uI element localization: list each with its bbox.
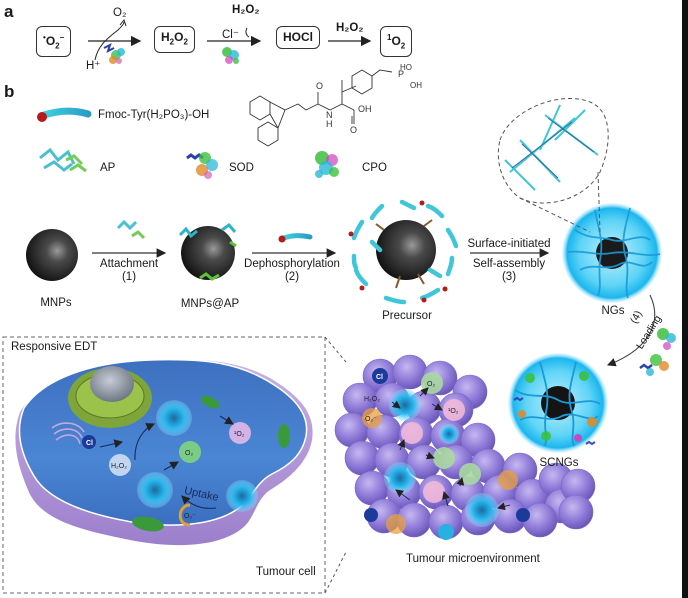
cpo-legend-icon <box>315 151 339 178</box>
arrow2-reagent-cl: Cl⁻ <box>222 29 239 41</box>
ng-nanogel <box>562 203 662 303</box>
structure-label-acid: OH <box>358 104 372 114</box>
loading-arrow <box>606 294 656 367</box>
peptide-legend-icon <box>37 107 92 122</box>
structure-label-n: N <box>326 110 333 120</box>
enzyme-legend-cpo: CPO <box>362 162 387 174</box>
cell-inset-caption: Tumour cell <box>256 566 316 578</box>
cell-inset-frame <box>2 336 347 594</box>
image-border <box>682 0 688 598</box>
label-dephosphorylation: Dephosphorylation <box>244 258 340 270</box>
cell-species-h2o2: H₂O₂ <box>111 463 127 470</box>
label-self-assembly: Self-assembly <box>472 258 546 270</box>
label-attachment: Attachment <box>99 258 159 270</box>
tumour-cell-sphere <box>344 440 380 476</box>
scng-nanogel <box>508 353 608 453</box>
reaction-arrow-2 <box>207 27 262 47</box>
tumour-microenvironment-caption: Tumour microenvironment <box>406 553 540 565</box>
tme-species-singlet-o2: ¹O₂ <box>448 408 459 415</box>
tme-species-o2: O₂ <box>427 381 435 388</box>
label-step-2: (2) <box>284 271 300 283</box>
structure-label-ho: HO <box>400 63 412 72</box>
label-step-1: (1) <box>121 271 137 283</box>
ap-enzyme-icon <box>39 147 87 173</box>
label-scngs: SCNGs <box>539 457 579 469</box>
species-superoxide: •O2− <box>36 26 72 58</box>
structure-label-phosphorus: P <box>398 69 404 79</box>
tme-species <box>362 368 530 540</box>
structure-label-oh: OH <box>410 81 422 90</box>
peptide-legend-label: Fmoc-Tyr(H₂PO₃)-OH <box>98 109 210 121</box>
label-mnps-at-ap: MNPs@AP <box>180 298 240 310</box>
cpo-enzyme-icon <box>222 47 239 64</box>
dephosphorylation-arrow <box>252 233 337 258</box>
tme-nanogels <box>384 389 499 527</box>
species-hydrogen-peroxide: H2O2 <box>154 26 195 54</box>
arrow3-reagent-h2o2: H₂O₂ <box>336 22 364 34</box>
tumour-cell-sphere <box>522 502 558 538</box>
enzyme-legend-ap: AP <box>100 162 116 174</box>
fmoc-tyr-structure <box>249 69 393 147</box>
precursor-particle <box>348 199 459 305</box>
arrow2-reagent-h2o2: H₂O₂ <box>232 4 260 16</box>
arrow1-product-o2: O₂ <box>113 7 127 19</box>
enzyme-legend-sod: SOD <box>229 162 254 174</box>
panel-a-letter: a <box>4 2 14 21</box>
label-ngs: NGs <box>601 305 625 317</box>
sod-enzyme-icon <box>103 43 125 64</box>
panel-b-letter: b <box>4 82 15 101</box>
sod-legend-icon <box>186 152 218 179</box>
structure-label-h: H <box>326 119 333 129</box>
attachment-arrow <box>92 219 167 258</box>
cell-species-singlet-o2: ¹O₂ <box>234 431 245 438</box>
cell-species-superoxide: O₂⁻ <box>184 513 196 520</box>
arrow1-reactant-h: H⁺ <box>86 60 101 72</box>
structure-label-o: O <box>316 81 323 91</box>
label-surface-initiated: Surface-initiated <box>467 238 551 250</box>
tme-species-superoxide: O₂⁻ <box>365 416 377 423</box>
species-hocl: HOCl <box>276 26 320 49</box>
label-step-3: (3) <box>501 271 517 283</box>
cell-inset-title: Responsive EDT <box>11 341 98 353</box>
tme-arrows <box>391 387 511 511</box>
cell-species-cl: Cl <box>86 440 93 447</box>
tumour-cell-sphere <box>558 494 594 530</box>
label-precursor: Precursor <box>382 310 432 322</box>
mnp-ap-particle <box>178 222 237 281</box>
nanogel-zoom-inset <box>497 97 609 233</box>
label-mnps: MNPs <box>40 297 72 309</box>
structure-label-carbonyl-o: O <box>350 125 357 135</box>
tumour-cell-illustration <box>15 358 313 546</box>
tme-species-h2o2: H₂O₂ <box>364 396 380 403</box>
tme-species-cl: Cl <box>376 374 383 381</box>
species-singlet-oxygen: 1O2 <box>380 26 413 58</box>
reaction-arrow-1 <box>88 18 142 61</box>
cell-species-o2: O₂ <box>185 450 193 457</box>
loading-enzymes-icon <box>639 328 676 376</box>
mnp-particle <box>26 229 78 281</box>
